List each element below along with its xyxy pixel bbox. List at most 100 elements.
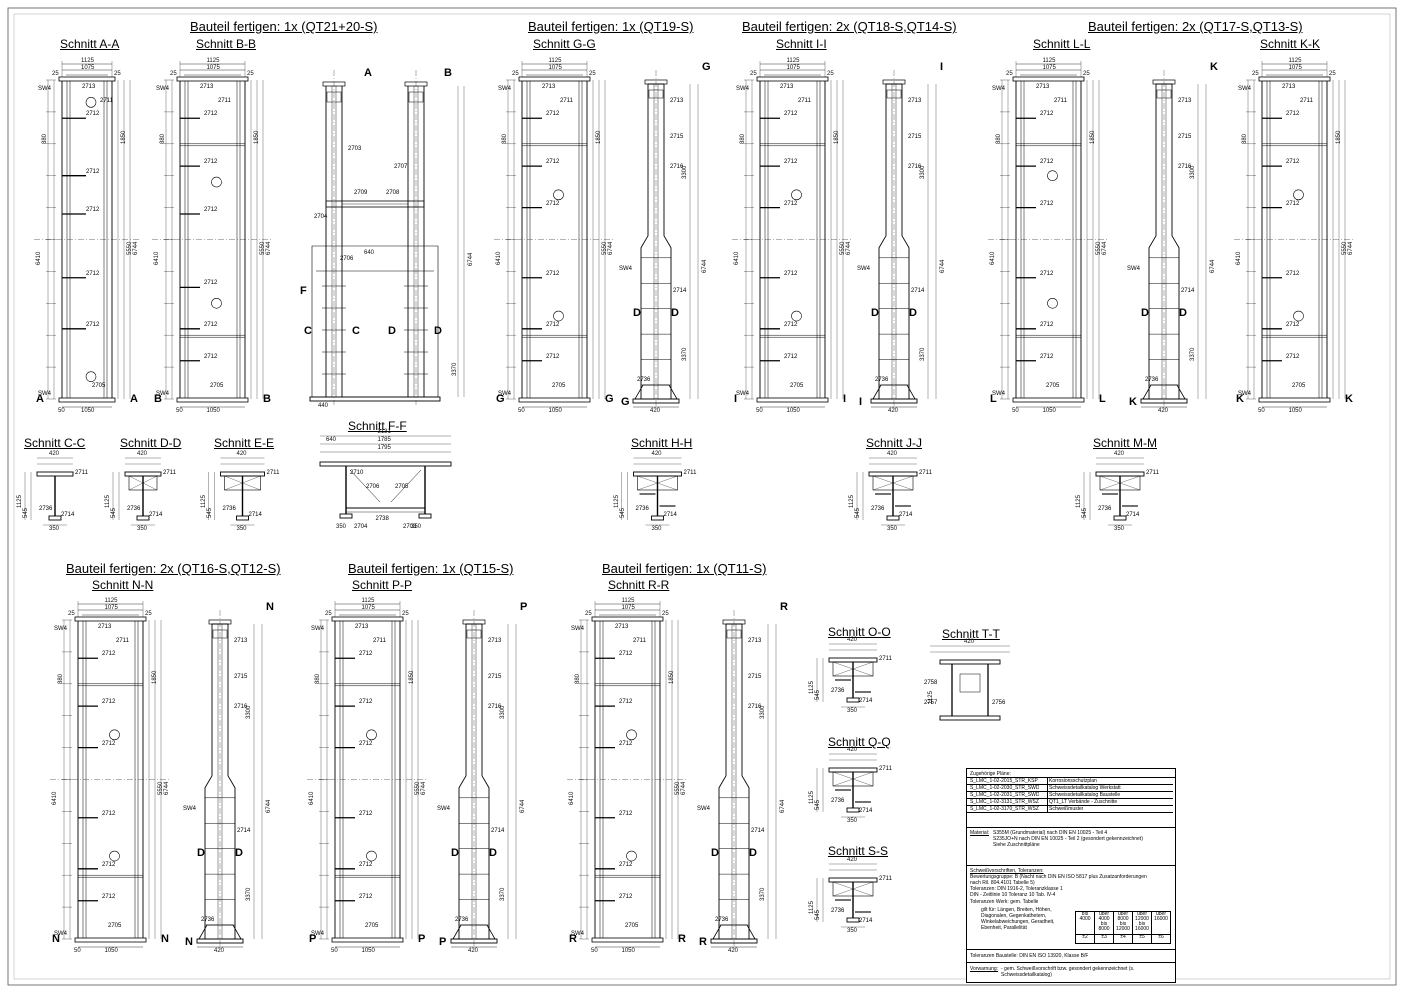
part-tag: 2712 [359,861,373,868]
plan-number: S_LMC_1-02-2015_STR_KSP [970,778,1038,784]
section-title-d: Schnitt D-D [120,436,182,450]
dim-height-880: 880 [58,673,64,684]
part-tag: 2712 [102,893,116,900]
dim-width-1075: 1075 [81,65,95,71]
dim-height-3370: 3370 [1190,347,1196,362]
weld-tag: SW4 [992,86,1006,92]
dim-width-420: 420 [468,948,479,954]
dim-height-545: 545 [111,507,117,518]
dim-width-420: 420 [847,747,858,753]
part-tag: 2703 [348,146,362,152]
section-mark: I [734,393,738,405]
dim-width-25: 25 [68,611,75,617]
section-mark: I [843,393,847,405]
section-mark: P [439,936,447,948]
header-qt17: Bauteil fertigen: 2x (QT17-S,QT13-S) [1088,19,1303,34]
part-tag: 2714 [859,698,873,704]
weld-title: Schweißvorschriften, Toleranzen: [970,868,1044,874]
section-title-q: Schnitt Q-Q [828,735,891,749]
weld-tag: SW4 [571,626,585,632]
part-tag: 2712 [784,111,798,118]
section-mark: D [711,846,719,859]
part-tag: 2714 [859,808,873,814]
dim-width-1125: 1125 [786,58,800,64]
part-tag: 2736 [637,377,651,383]
linework [112,457,162,526]
linework [567,601,688,948]
tolerance-werk: Toleranzen Werk: gem. Tabelle [970,899,1039,905]
linework [50,601,171,948]
dim-height-545: 545 [1082,507,1088,518]
dim-height-6410: 6410 [990,251,996,266]
part-tag: 2712 [86,206,100,213]
part-tag: 2712 [1286,200,1300,207]
tolerance-value: ±5 [1132,934,1152,944]
part-tag: 2712 [619,893,633,900]
section-mark: N [185,936,193,948]
part-tag: 2712 [1040,270,1054,277]
part-tag: 2716 [1178,164,1192,170]
section-title-s: Schnitt S-S [828,844,889,858]
section-mark: A [36,393,44,405]
dim-width-420: 420 [651,451,662,457]
dim-height-880: 880 [575,673,581,684]
dim-height-1125: 1125 [849,495,855,508]
part-tag: 2711 [919,470,932,476]
part-tag: 2712 [204,206,218,213]
section-title-a: Schnitt A-A [60,37,120,51]
dim-width-1050: 1050 [206,408,220,414]
weld-tag: SW4 [38,86,52,92]
linework [732,61,853,408]
linework [34,61,140,408]
linework [450,610,517,949]
dim-height-545: 545 [815,799,821,810]
part-tag: 2713 [234,638,248,644]
section-mark: G [702,61,711,73]
section-title-l: Schnitt L-L [1033,37,1091,51]
part-tag: 2714 [1181,287,1195,294]
dim-width-640: 640 [364,250,375,256]
part-tag: 2712 [86,270,100,277]
section-mark: I [940,61,944,73]
part-tag: 2705 [210,383,224,389]
dim-height-545: 545 [619,507,626,518]
dim-width-420: 420 [728,948,739,954]
plan-number: S_LMC_1-02-3170_STR_WSZ [970,806,1039,812]
tolerance-value: ±2 [1075,934,1095,944]
section-mark: C [352,325,360,337]
weld-tag: SW4 [437,805,451,812]
part-tag: 2712 [102,861,116,868]
part-tag: 2705 [365,923,379,929]
part-tag: 2705 [92,383,106,389]
part-tag: 2712 [204,111,218,118]
plan-number: S_LMC_1-02-2031_STR_SWD [970,792,1040,798]
part-tag: 2712 [204,280,218,287]
dim-height-6410: 6410 [36,251,42,266]
dim-width-420: 420 [964,639,975,645]
header-qt11: Bauteil fertigen: 1x (QT11-S) [602,561,767,576]
section-title-r: Schnitt R-R [608,578,670,592]
dim-height-6410: 6410 [154,251,160,266]
part-tag: 2736 [831,798,845,804]
part-tag: 2716 [234,704,248,710]
tolerance-range: über 8000 bis 12000 [1113,911,1133,935]
part-tag: 2736 [875,377,889,383]
part-tag: 2704 [354,524,368,530]
part-tag: 2715 [670,134,684,140]
part-tag: 2711 [266,470,280,476]
part-tag: 2714 [491,827,505,834]
dim-height-880: 880 [502,133,508,144]
weld-line-1: Bewertungsgruppe: B (Nacht nach DIN EN I… [970,874,1147,880]
dim-width-50: 50 [756,408,763,414]
section-mark: R [780,601,788,613]
part-tag: 2713 [82,84,96,90]
dim-width-25: 25 [1006,71,1013,77]
section-mark: G [621,396,630,408]
dim-height-6744: 6744 [1102,242,1108,256]
plan-number: S_LMC_1-02-3131_STR_WSZ [970,799,1039,805]
dim-height-6744: 6744 [266,799,272,813]
dim-width-420: 420 [236,451,247,457]
